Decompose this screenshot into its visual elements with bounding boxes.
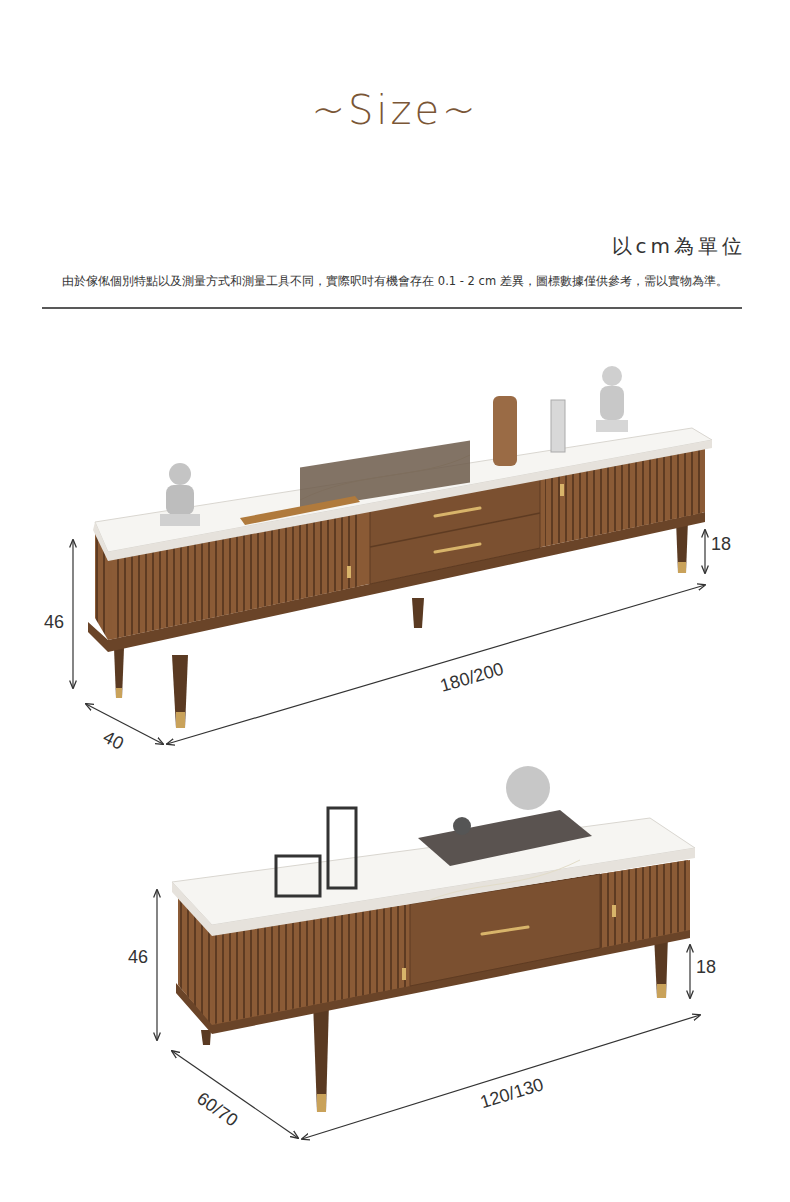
dimension-label: 40 — [97, 726, 128, 756]
dimension-label: 18 — [694, 957, 718, 979]
rule — [42, 307, 742, 309]
tv-cabinet — [88, 366, 712, 728]
unit-note: 以cm為單位 — [612, 234, 746, 258]
dimension-lines — [157, 890, 700, 1139]
page-title: ~Size~ — [311, 86, 478, 134]
dimension-label: 120/130 — [476, 1074, 548, 1115]
dimension-label: 180/200 — [436, 658, 508, 698]
dimension-label: 46 — [42, 612, 66, 634]
dimension-lines — [73, 530, 705, 744]
coffee-table — [172, 766, 695, 1112]
dimension-label: 60/70 — [191, 1087, 244, 1133]
disclaimer-note: 由於傢俬個別特點以及測量方式和測量工具不同，實際呎吋有機會存在 0.1 - 2 … — [62, 275, 728, 289]
dimension-label: 18 — [709, 534, 733, 556]
dimension-label: 46 — [126, 947, 150, 969]
